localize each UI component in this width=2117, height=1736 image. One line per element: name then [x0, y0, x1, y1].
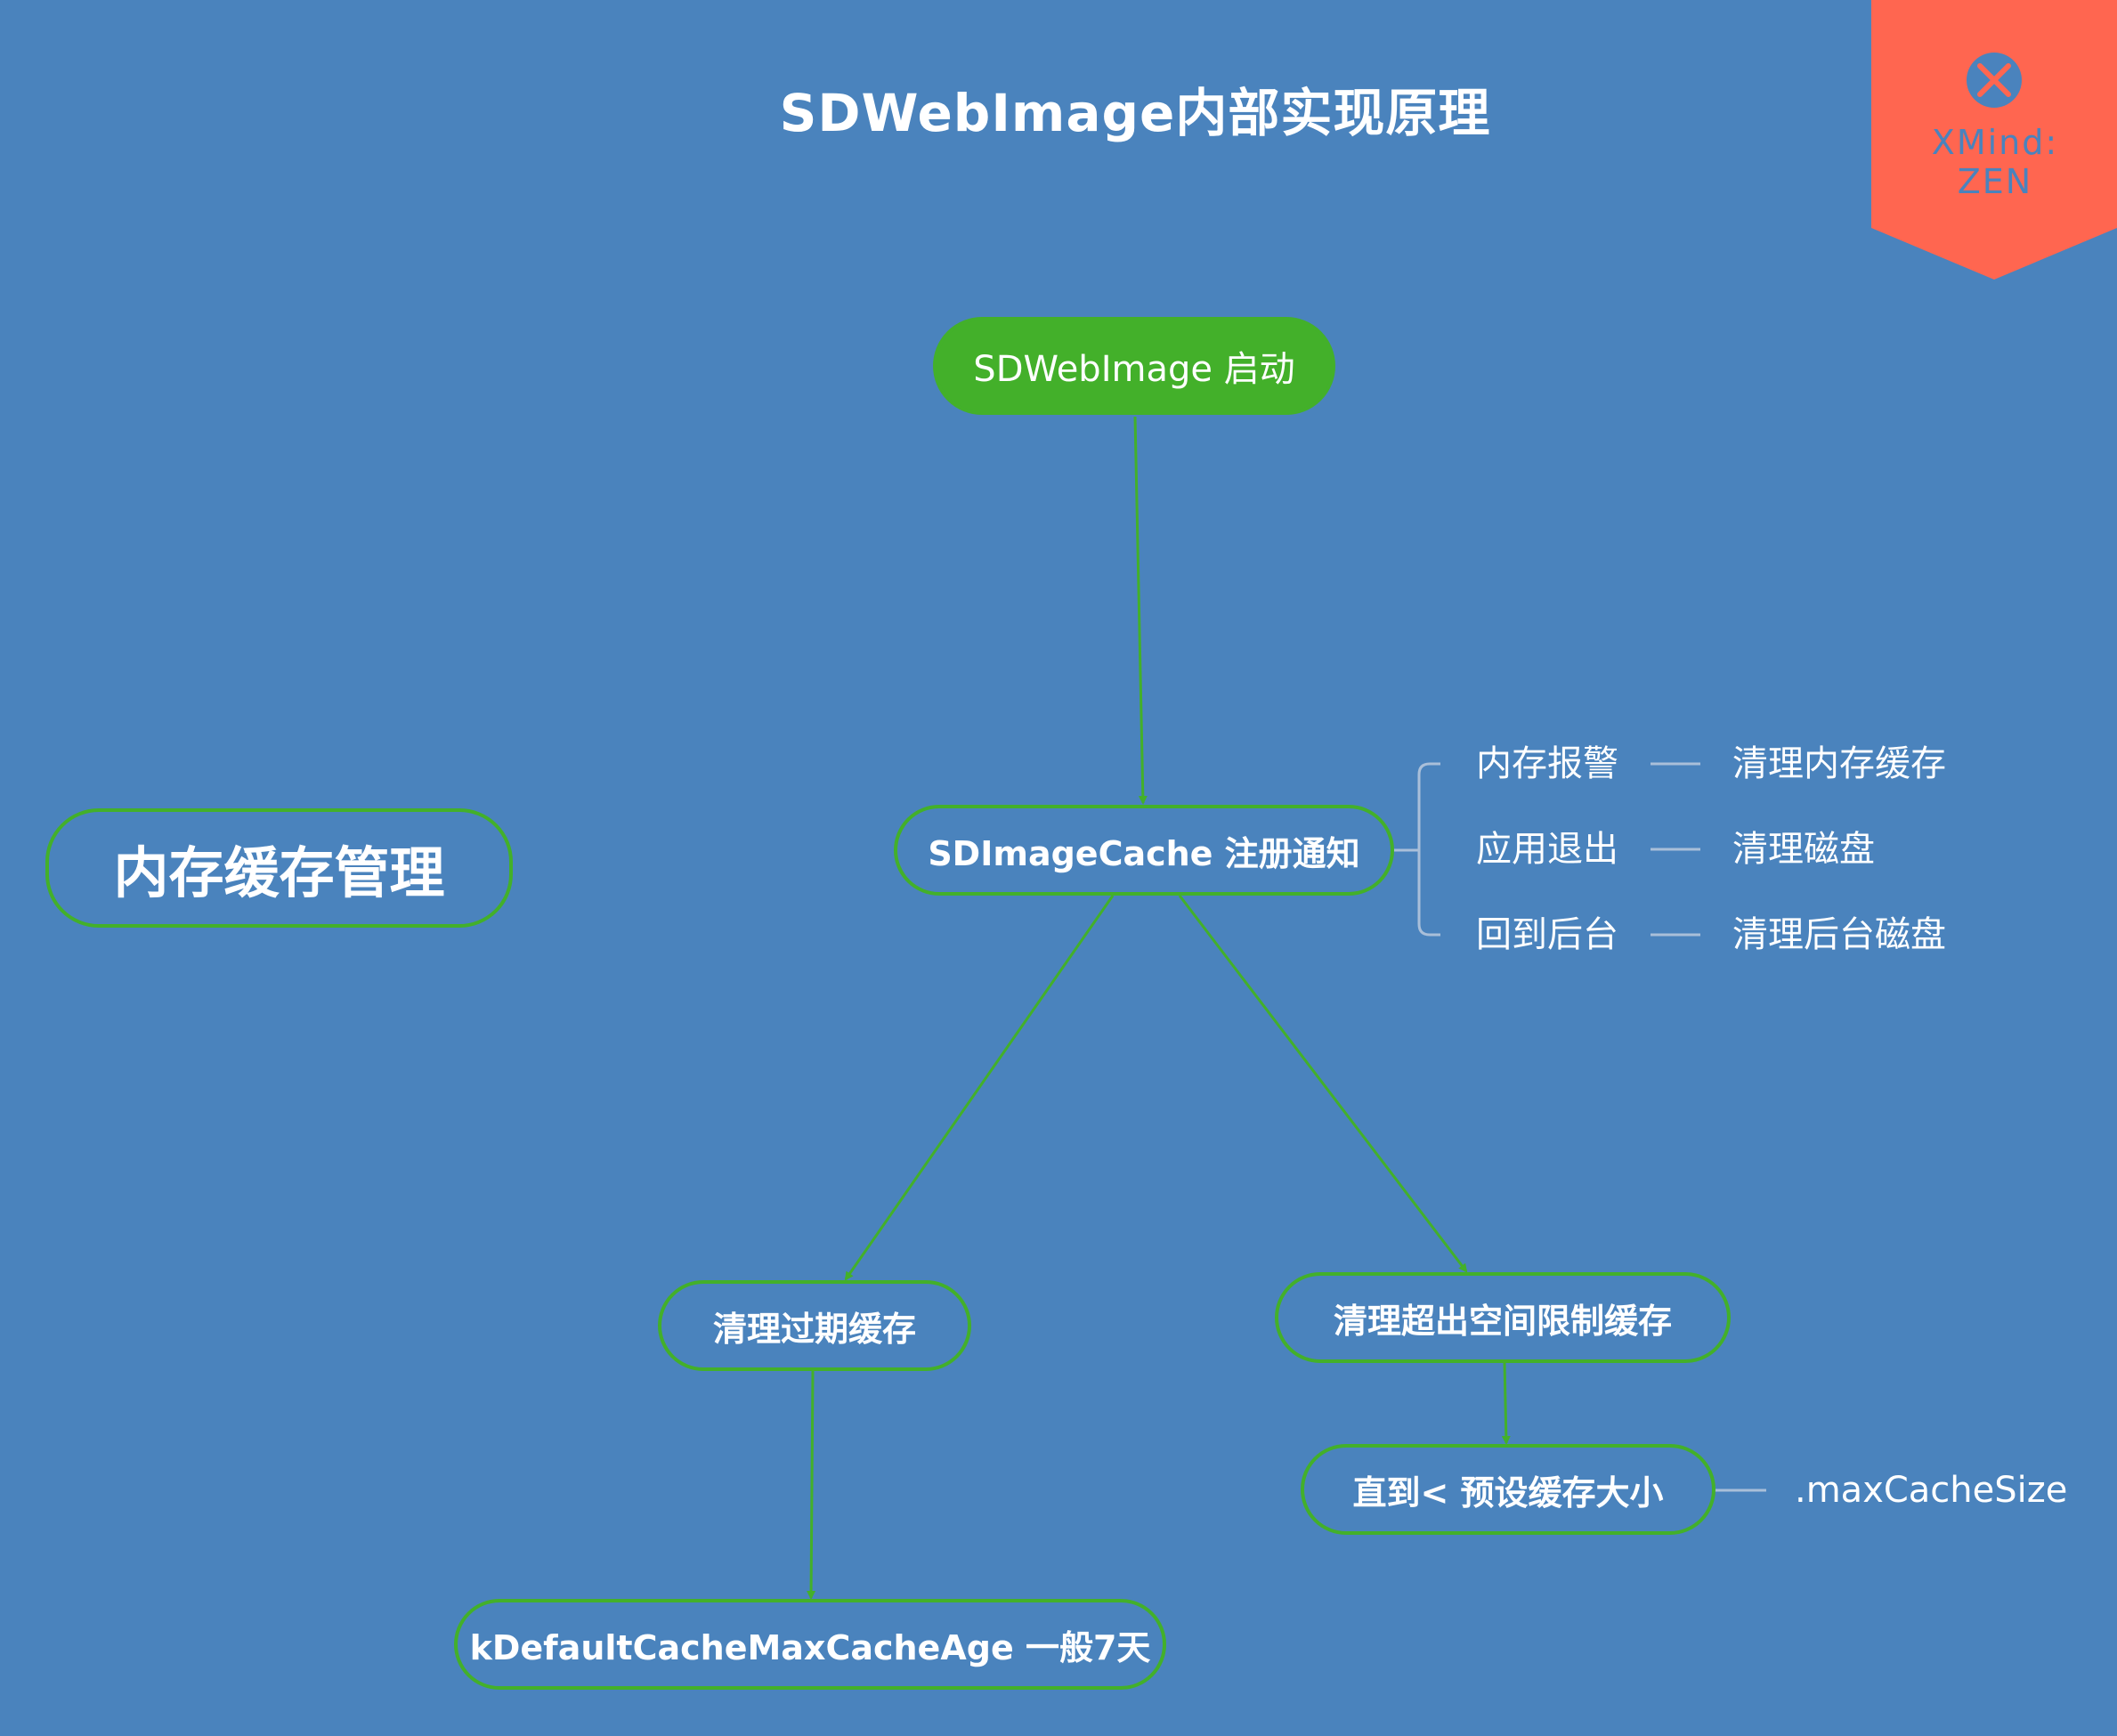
max-age-topic[interactable]: kDefaultCacheMaxCacheAge 一般7天	[454, 1599, 1166, 1690]
connector-overflow-until	[1501, 1361, 1511, 1445]
connector-register-overflow	[1178, 895, 1468, 1273]
xmind-watermark: XMind: ZEN	[1931, 123, 2059, 201]
connector-expired-maxage	[807, 1370, 816, 1600]
register-topic[interactable]: SDImageCache 注册通知	[894, 805, 1394, 896]
connector-root-register	[1133, 416, 1148, 805]
max-cache-size-label[interactable]: .maxCacheSize	[1795, 1470, 2068, 1511]
root-topic[interactable]: SDWebImage 启动	[933, 317, 1335, 415]
until-size-topic[interactable]: 直到< 预设缓存大小	[1301, 1444, 1716, 1535]
event-enter-background[interactable]: 回到后台	[1476, 914, 1618, 955]
connector-register-expired	[844, 895, 1115, 1281]
expired-cache-topic[interactable]: 清理过期缓存	[658, 1280, 971, 1371]
xmind-badge	[1871, 0, 2117, 280]
action-clear-disk[interactable]: 清理磁盘	[1732, 829, 1875, 870]
floating-topic[interactable]: 内存缓存管理	[45, 808, 513, 928]
event-memory-warning[interactable]: 内存报警	[1476, 743, 1618, 784]
map-title: SDWebImage内部实现原理	[779, 83, 1491, 143]
event-app-terminate[interactable]: 应用退出	[1476, 829, 1618, 870]
action-clear-background-disk[interactable]: 清理后台磁盘	[1732, 914, 1946, 955]
action-clear-memory[interactable]: 清理内存缓存	[1732, 743, 1946, 784]
overflow-cache-topic[interactable]: 清理超出空间限制缓存	[1275, 1272, 1731, 1363]
